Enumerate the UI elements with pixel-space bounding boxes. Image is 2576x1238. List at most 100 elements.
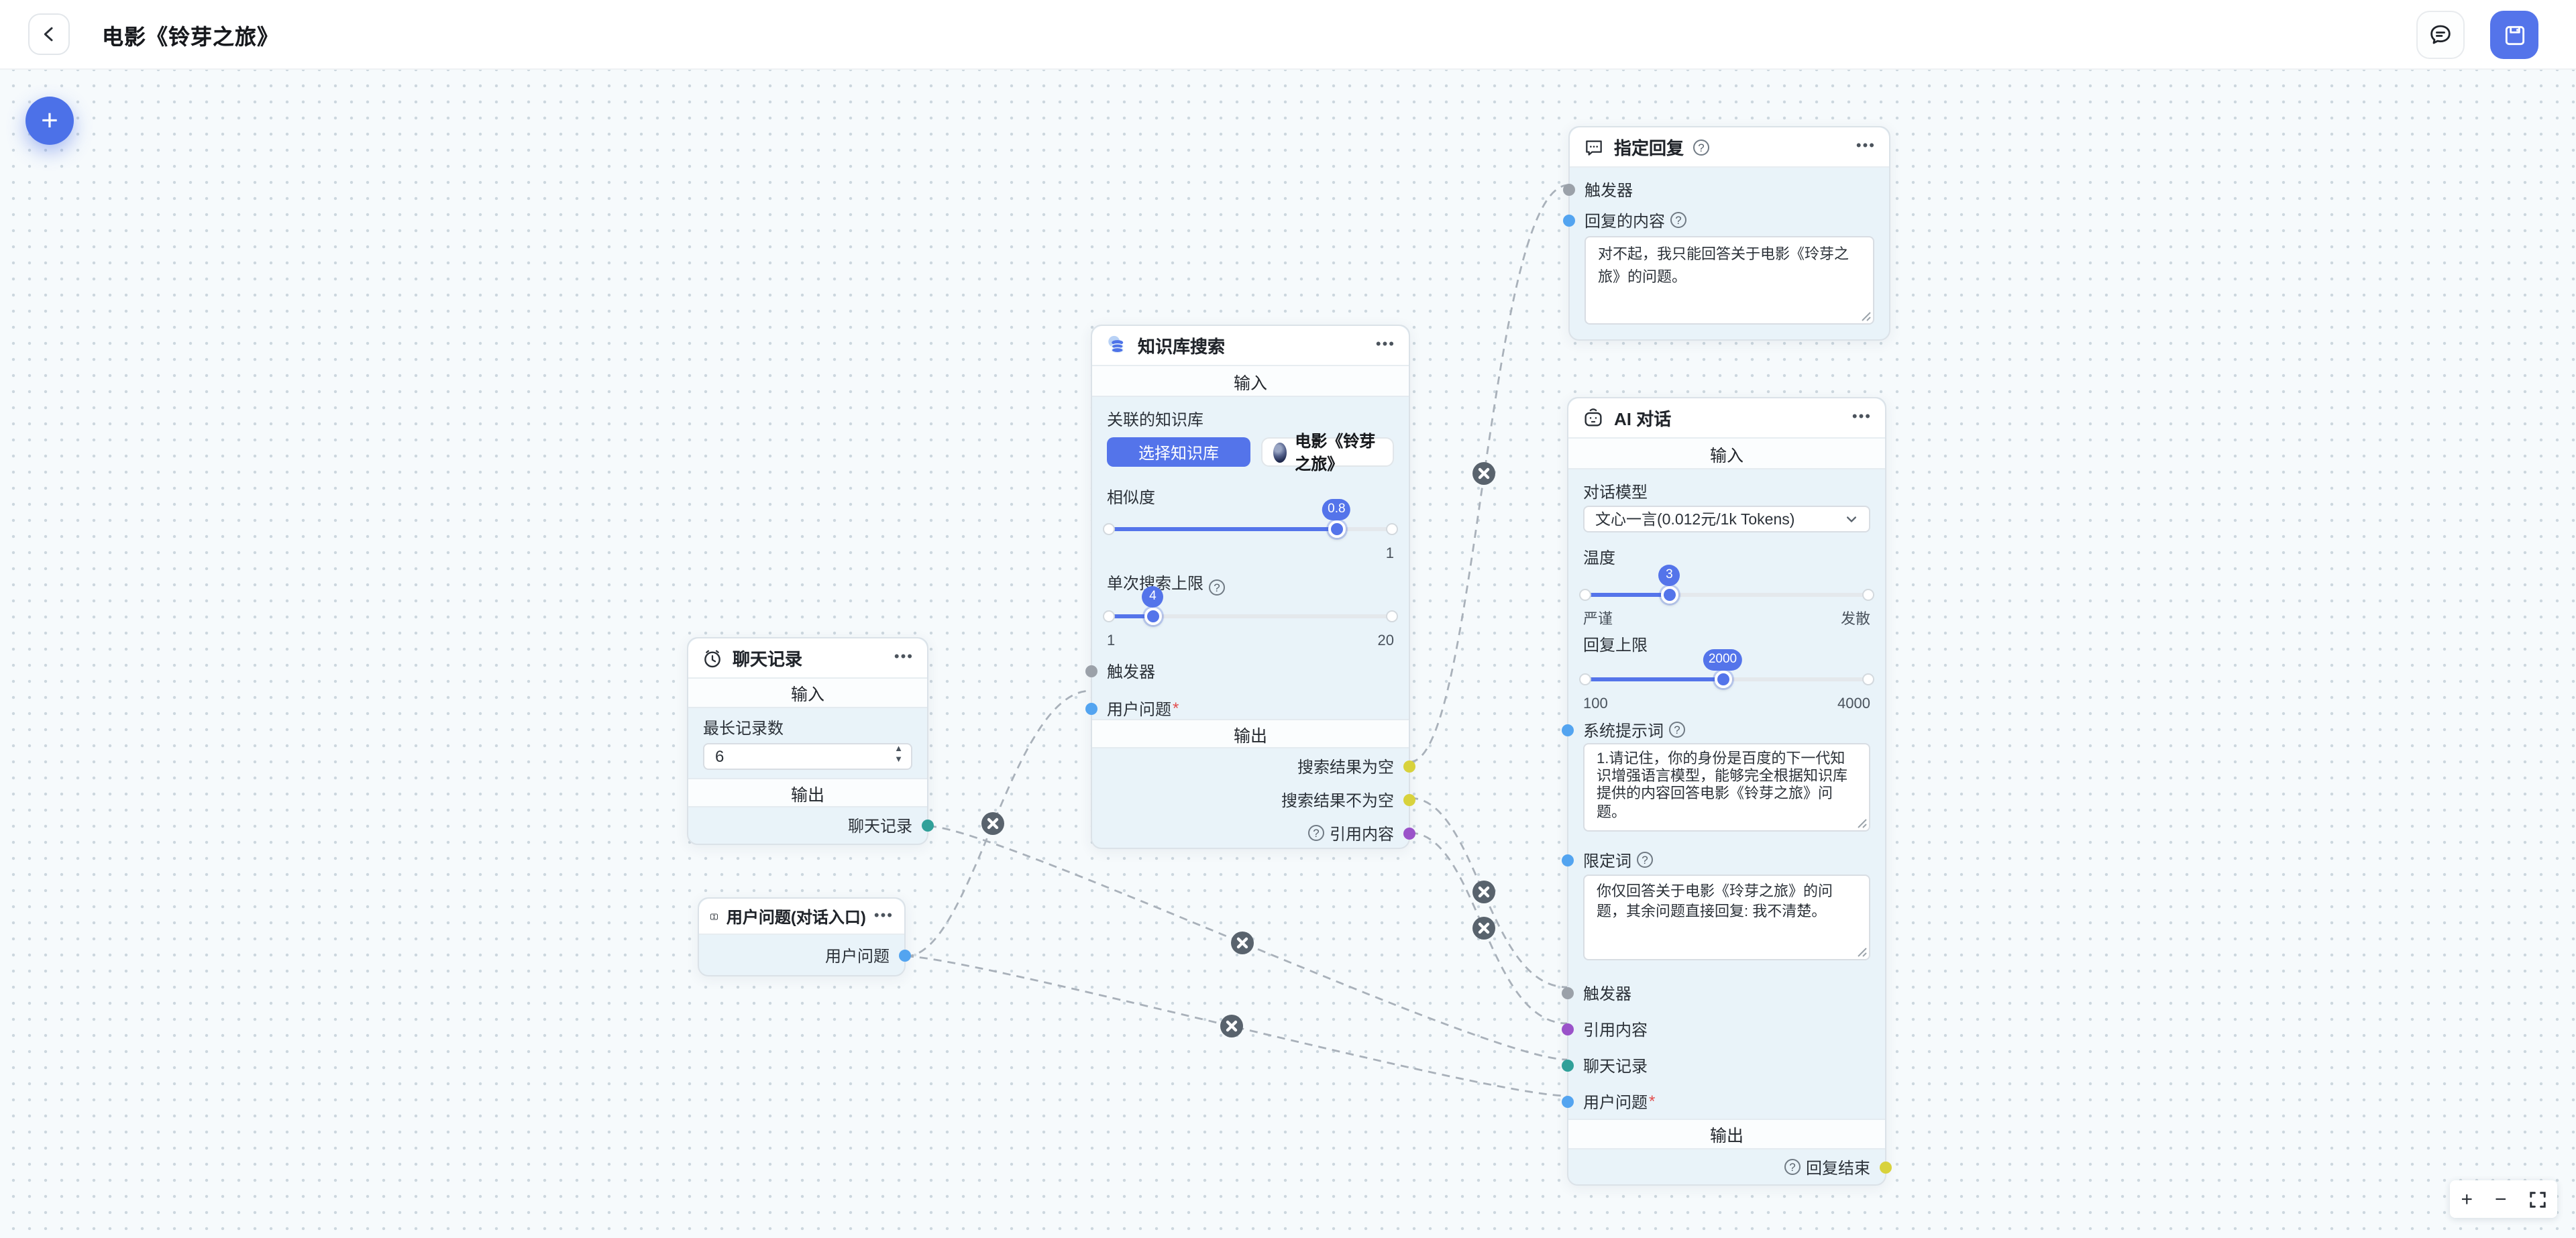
node-title: 知识库搜索: [1138, 337, 1226, 357]
sys-prompt-label: 系统提示词: [1583, 721, 1664, 740]
chat-history-output-port[interactable]: [922, 820, 934, 832]
resize-grip-icon[interactable]: [1857, 947, 1868, 958]
ai-done-output-port[interactable]: [1880, 1161, 1892, 1173]
limit-min-label: 1: [1107, 633, 1116, 649]
output-section-header: 输出: [1568, 1119, 1885, 1149]
help-icon[interactable]: ?: [1670, 212, 1687, 228]
delete-wire-icon[interactable]: [1472, 462, 1495, 485]
node-specified-reply[interactable]: 指定回复 ? ••• 触发器 回复的内容 ? 对不起，我只能回答关于电影《玲芽之…: [1563, 126, 1890, 341]
search-limit-value-badge: 4: [1142, 586, 1164, 608]
reply-limit-label: 回复上限: [1583, 636, 1648, 655]
out-empty-label: 搜索结果为空: [1297, 757, 1394, 776]
delete-wire-icon[interactable]: [1472, 917, 1495, 940]
flow-canvas[interactable]: +: [0, 70, 2576, 1238]
slider-min-dot: [1103, 523, 1115, 535]
resize-grip-icon[interactable]: [1861, 311, 1872, 322]
robot-icon: [1585, 408, 1602, 427]
text-input-icon: [710, 913, 718, 919]
more-menu-button[interactable]: •••: [894, 649, 914, 665]
kb-chip[interactable]: 电影《铃芽之旅》: [1261, 432, 1394, 473]
user-question-output-port[interactable]: [899, 949, 911, 961]
reply-content-textarea[interactable]: 对不起，我只能回答关于电影《玲芽之旅》的问题。: [1585, 236, 1874, 325]
kb-reference-output-port[interactable]: [1403, 827, 1415, 839]
input-section-header: 输入: [688, 679, 927, 708]
ai-trigger-input-port[interactable]: [1562, 987, 1574, 999]
similarity-slider[interactable]: 0.8: [1103, 499, 1398, 546]
search-limit-slider[interactable]: 4: [1103, 586, 1398, 633]
wire-layer: [905, 184, 1569, 1097]
node-chat-history[interactable]: 聊天记录 ••• 输入 最长记录数 6 ▲ ▼ 输出 聊天记录: [687, 637, 934, 845]
temperature-slider[interactable]: 3: [1579, 565, 1874, 612]
select-kb-button[interactable]: 选择知识库: [1107, 437, 1250, 467]
model-value: 文心一言(0.012元/1k Tokens): [1595, 512, 1795, 528]
kb-trigger-input-port[interactable]: [1085, 665, 1097, 677]
stepper-up-icon[interactable]: ▲: [894, 744, 903, 754]
node-kb-search[interactable]: 知识库搜索 ••• 输入 关联的知识库 选择知识库 电影《铃芽之旅》 相似度: [1085, 325, 1415, 849]
help-icon[interactable]: ?: [1669, 722, 1686, 738]
wire-kbref-to-aichat: [1409, 832, 1568, 1025]
help-icon[interactable]: ?: [1209, 579, 1226, 596]
output-port-label: 用户问题: [824, 946, 890, 965]
search-limit-slider-handle[interactable]: [1144, 608, 1163, 625]
reply-limit-value-badge: 2000: [1703, 649, 1743, 671]
zoom-out-button[interactable]: −: [2494, 1188, 2507, 1211]
kb-user-question-input-port[interactable]: [1085, 702, 1097, 714]
slider-max-dot: [1862, 589, 1874, 601]
node-title: AI 对话: [1614, 409, 1672, 429]
node-title: 聊天记录: [733, 649, 803, 669]
help-icon[interactable]: ?: [1784, 1159, 1801, 1175]
fit-screen-icon: [2529, 1191, 2546, 1207]
wire-chatlog-to-aichat: [928, 825, 1568, 1061]
back-button[interactable]: [28, 13, 70, 55]
add-node-button[interactable]: +: [25, 97, 74, 145]
output-section-header: 输出: [688, 778, 927, 807]
temp-max-label: 发散: [1841, 612, 1870, 628]
fit-view-button[interactable]: [2528, 1190, 2546, 1208]
zoom-in-button[interactable]: +: [2461, 1188, 2473, 1211]
help-icon[interactable]: ?: [1307, 825, 1324, 841]
out-not-empty-label: 搜索结果不为空: [1281, 791, 1394, 809]
help-icon[interactable]: ?: [1637, 852, 1654, 868]
kb-not-empty-output-port[interactable]: [1403, 793, 1415, 805]
reply-limit-slider[interactable]: 2000: [1579, 649, 1874, 696]
zoom-toolbar: + −: [2450, 1180, 2557, 1218]
search-limit-label: 单次搜索上限?: [1107, 571, 1394, 596]
save-button[interactable]: [2490, 11, 2538, 59]
reply-content-input-port[interactable]: [1563, 214, 1575, 226]
kb-empty-output-port[interactable]: [1403, 760, 1415, 772]
output-port-label: 聊天记录: [847, 817, 912, 836]
stepper-down-icon[interactable]: ▼: [894, 754, 903, 764]
delete-wire-icon[interactable]: [1472, 881, 1495, 903]
reply-bubble-icon: [1586, 139, 1602, 155]
model-select[interactable]: 文心一言(0.012元/1k Tokens): [1583, 506, 1870, 532]
help-icon[interactable]: ?: [1693, 139, 1710, 155]
delete-wire-icon[interactable]: [1220, 1015, 1243, 1037]
more-menu-button[interactable]: •••: [1856, 138, 1876, 154]
more-menu-button[interactable]: •••: [873, 907, 894, 923]
max-records-input[interactable]: 6 ▲ ▼: [703, 743, 912, 770]
delete-wire-icon[interactable]: [1231, 932, 1254, 954]
temperature-slider-handle[interactable]: [1661, 586, 1679, 604]
reply-trigger-input-port[interactable]: [1563, 183, 1575, 195]
qualifier-input-port[interactable]: [1562, 854, 1574, 866]
sys-prompt-textarea[interactable]: 1.请记住，你的身份是百度的下一代知识增强语言模型，能够完全根据知识库提供的内容…: [1583, 743, 1870, 832]
preview-chat-button[interactable]: [2416, 11, 2465, 59]
resize-grip-icon[interactable]: [1857, 818, 1868, 829]
ai-user-question-input-port[interactable]: [1562, 1095, 1574, 1107]
similarity-label: 相似度: [1107, 488, 1156, 507]
delete-wire-icon[interactable]: [981, 812, 1004, 835]
chevron-left-icon: [44, 27, 53, 42]
more-menu-button[interactable]: •••: [1375, 337, 1395, 353]
similarity-slider-handle[interactable]: [1328, 520, 1346, 538]
reply-limit-slider-handle[interactable]: [1715, 671, 1732, 688]
ai-reference-input-port[interactable]: [1562, 1023, 1574, 1035]
sys-prompt-input-port[interactable]: [1562, 724, 1574, 736]
ai-chat-history-input-port[interactable]: [1562, 1059, 1574, 1071]
node-ai-chat[interactable]: AI 对话 ••• 输入 对话模型 文心一言(0.012元/1k Tokens)…: [1562, 397, 1892, 1186]
qualifier-textarea[interactable]: 你仅回答关于电影《玲芽之旅》的问题，其余问题直接回复: 我不清楚。: [1583, 875, 1870, 960]
more-menu-button[interactable]: •••: [1851, 409, 1872, 425]
node-user-question[interactable]: 用户问题(对话入口) ••• 用户问题: [698, 897, 911, 976]
save-floppy-icon: [2504, 25, 2524, 45]
node-title: 用户问题(对话入口): [726, 907, 866, 926]
